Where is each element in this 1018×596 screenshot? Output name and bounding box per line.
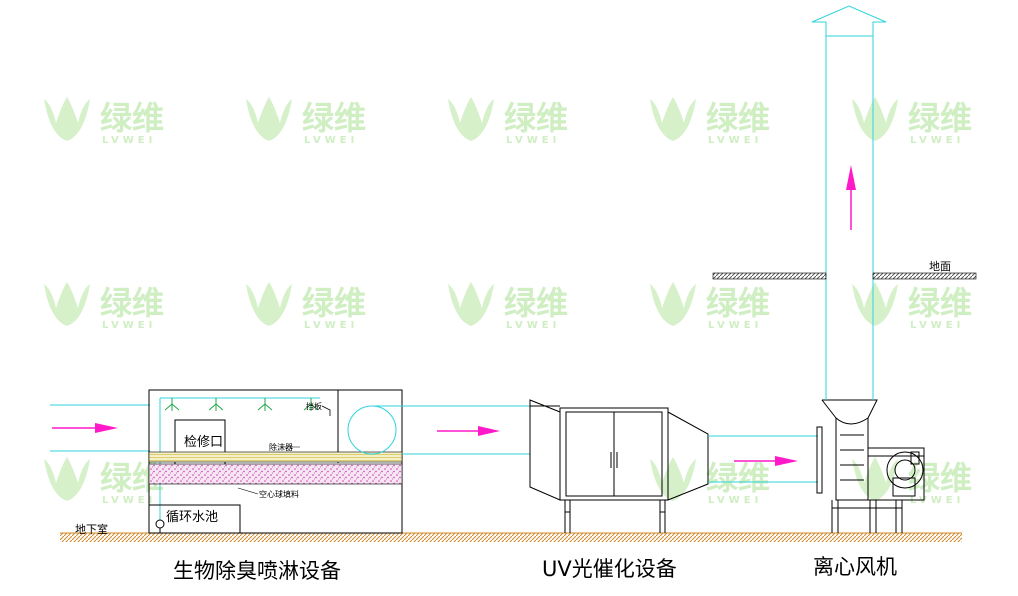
duct-to-uv: [372, 405, 530, 455]
watermark-leaf-icon: [650, 97, 696, 141]
packing-layer: [148, 463, 403, 485]
watermark-en-text: LVWEI: [304, 320, 358, 331]
watermark-group: 绿维LVWEI绿维LVWEI绿维LVWEI绿维LVWEI绿维LVWEI绿维LVW…: [44, 97, 972, 506]
pool-partition: [149, 504, 241, 533]
watermark-leaf-icon: [246, 97, 292, 141]
watermark-en-text: LVWEI: [910, 495, 964, 506]
watermark-en-text: LVWEI: [102, 320, 156, 331]
watermark-cn-text: 绿维: [706, 459, 770, 497]
fan-inlet-arrow: [734, 456, 798, 466]
watermark-cn-text: 绿维: [908, 459, 972, 497]
watermark-en-text: LVWEI: [708, 320, 762, 331]
baffle-label: 挡板: [306, 401, 322, 411]
bio-scrubber-equipment: [148, 389, 403, 534]
watermark-leaf-icon: [650, 282, 696, 326]
watermark-leaf-icon: [44, 97, 90, 141]
watermark-cn-text: 绿维: [302, 99, 366, 137]
watermark-cn-text: 绿维: [504, 99, 568, 137]
watermark-cn-text: 绿维: [504, 284, 568, 322]
inlet-flow-arrow: [52, 423, 118, 433]
watermark-leaf-icon: [448, 282, 494, 326]
watermark-en-text: LVWEI: [708, 135, 762, 146]
outlet-opening: [347, 405, 397, 455]
watermark-en-text: LVWEI: [506, 135, 560, 146]
demister-layer: [148, 451, 403, 463]
stack-flow-arrow: [846, 165, 856, 230]
watermark-cn-text: 绿维: [100, 99, 164, 137]
watermark-en-text: LVWEI: [506, 320, 560, 331]
watermark-leaf-icon: [44, 457, 90, 501]
watermark-leaf-icon: [650, 457, 696, 501]
watermark-en-text: LVWEI: [910, 320, 964, 331]
watermark-leaf-icon: [852, 97, 898, 141]
demister-label: 除沫器: [269, 442, 293, 452]
exhaust-stack: [811, 5, 887, 400]
watermark-en-text: LVWEI: [910, 135, 964, 146]
spray-nozzles: [164, 398, 319, 411]
watermark-en-text: LVWEI: [102, 135, 156, 146]
watermark-cn-text: 绿维: [706, 99, 770, 137]
ground-label: 地面: [929, 260, 951, 273]
watermark-cn-text: 绿维: [706, 284, 770, 322]
ground-surface: [712, 272, 977, 280]
watermark-cn-text: 绿维: [100, 284, 164, 322]
ground-line: [60, 532, 962, 542]
watermark-cn-text: 绿维: [302, 284, 366, 322]
inlet-duct: [50, 404, 150, 452]
middle-flow-arrow: [437, 426, 500, 436]
packing-label: 空心球填料: [259, 489, 299, 499]
watermark-cn-text: 绿维: [908, 99, 972, 137]
centrifugal-fan-equipment: [816, 399, 925, 533]
pump-icon: [155, 519, 165, 529]
watermark-leaf-icon: [852, 457, 898, 501]
uv-unit-caption: UV光催化设备: [542, 557, 677, 581]
duct-to-fan: [708, 435, 818, 483]
watermark-leaf-icon: [448, 97, 494, 141]
watermark-leaf-icon: [44, 282, 90, 326]
watermark-en-text: LVWEI: [304, 135, 358, 146]
fan-caption: 离心风机: [813, 555, 897, 579]
watermark-en-text: LVWEI: [102, 495, 156, 506]
bio-scrubber-caption: 生物除臭喷淋设备: [173, 559, 341, 583]
watermark-en-text: LVWEI: [708, 495, 762, 506]
inspection-port-label: 检修口: [184, 435, 223, 450]
uv-photocatalytic-equipment: [529, 399, 709, 533]
watermark-leaf-icon: [246, 282, 292, 326]
watermark-cn-text: 绿维: [908, 284, 972, 322]
watermark-leaf-icon: [852, 282, 898, 326]
circulation-pool-label: 循环水池: [166, 510, 218, 525]
basement-label: 地下室: [75, 522, 108, 536]
